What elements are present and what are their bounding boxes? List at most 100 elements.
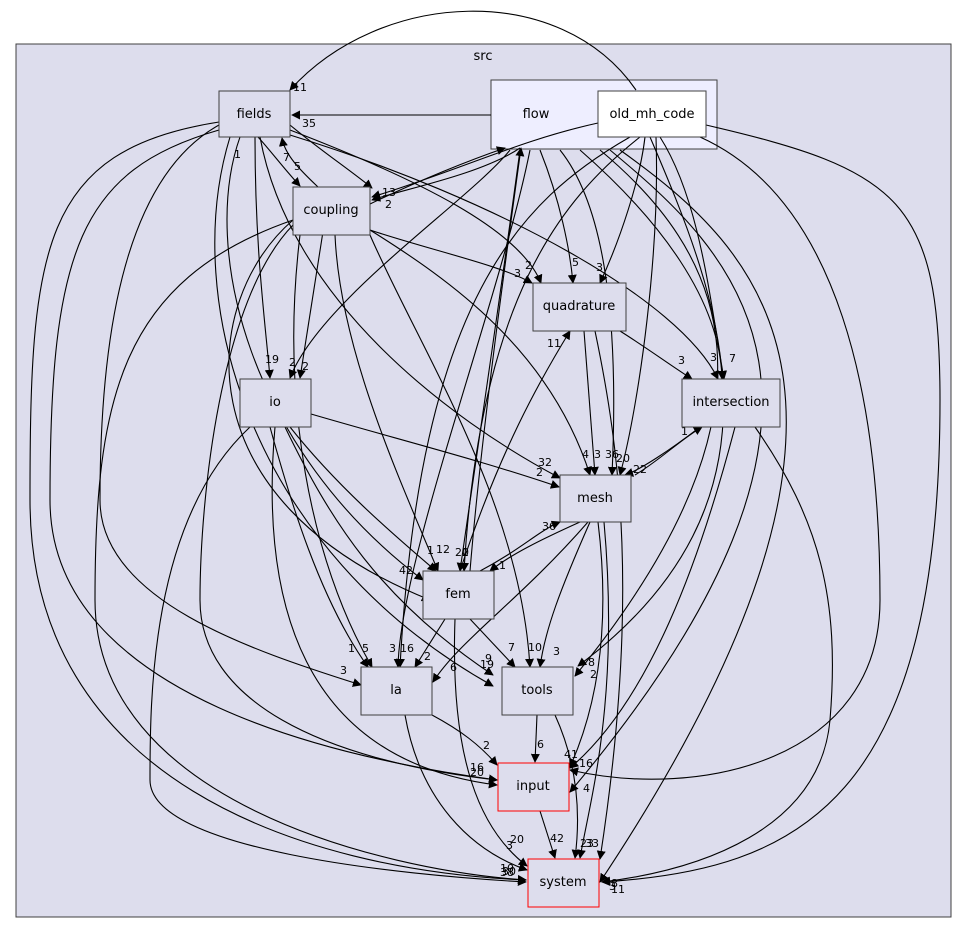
edge-label-63: 8: [611, 877, 618, 890]
edge-label-27: 1: [427, 544, 434, 557]
edge-37: [334, 234, 440, 572]
edge-35: [369, 229, 592, 476]
edge-label-57: 23: [580, 837, 594, 850]
edge-label-29: 20: [455, 546, 469, 559]
edge-label-60: 38: [500, 866, 514, 879]
node-io[interactable]: io: [239, 378, 312, 428]
edge-3: [288, 149, 511, 379]
node-fields[interactable]: fields: [218, 90, 291, 138]
edge-label-55: 42: [550, 832, 564, 845]
edge-58: [432, 521, 589, 683]
edge-label-3: 7: [283, 151, 290, 164]
edge-label-22: 32: [538, 456, 552, 469]
edge-70: [554, 714, 581, 859]
edge-27: [226, 136, 424, 581]
edges: [29, 10, 941, 887]
edge-label-17: 2: [302, 360, 309, 373]
edge-60: [576, 521, 610, 859]
cluster-src: [15, 43, 952, 918]
edge-label-19: 3: [594, 448, 601, 461]
node-intersection[interactable]: intersection: [681, 378, 781, 428]
edge-13: [617, 136, 658, 476]
edge-22: [289, 124, 373, 189]
edge-20: [371, 122, 599, 199]
node-system[interactable]: system: [527, 858, 600, 908]
edge-label-40: 7: [508, 641, 515, 654]
edge-55: [634, 426, 703, 476]
edge-45: [284, 426, 494, 676]
edge-48: [149, 426, 527, 887]
edge-12: [599, 136, 646, 284]
edge-49: [583, 330, 599, 476]
edge-label-44: 19: [480, 658, 494, 671]
node-old-mh-code-label: old_mh_code: [609, 107, 694, 122]
edge-label-12: 3: [678, 354, 685, 367]
edge-43: [310, 413, 560, 489]
node-fem-label: fem: [445, 587, 470, 602]
edge-label-45: 8: [588, 656, 595, 669]
edge-69: [530, 714, 540, 763]
edge-label-23: 2: [536, 466, 543, 479]
node-old-mh-code[interactable]: old_mh_code: [597, 90, 707, 138]
edge-47: [271, 426, 498, 789]
node-tools[interactable]: tools: [501, 666, 574, 716]
edge-label-35: 3: [389, 642, 396, 655]
edge-15: [569, 136, 881, 780]
node-input[interactable]: input: [497, 762, 570, 812]
node-tools-label: tools: [521, 683, 553, 698]
edge-9: [574, 149, 719, 677]
edge-18: [395, 136, 631, 668]
node-intersection-label: intersection: [692, 395, 769, 410]
edge-label-4: 5: [294, 160, 301, 173]
edge-41: [369, 146, 506, 205]
edge-label-41: 10: [528, 641, 542, 654]
edge-39: [199, 224, 498, 784]
cluster-flow-title: flow: [523, 107, 550, 122]
edge-label-14: 7: [729, 352, 736, 365]
edge-label-21: 20: [616, 452, 630, 465]
edge-24: [289, 134, 719, 380]
edge-29: [99, 124, 362, 687]
edge-59: [569, 521, 604, 768]
node-quadrature[interactable]: quadrature: [532, 282, 627, 332]
edge-46: [269, 426, 369, 668]
edge-64: [469, 618, 516, 668]
edge-31: [29, 121, 527, 885]
edge-5: [456, 149, 521, 572]
node-la[interactable]: la: [360, 666, 433, 716]
node-input-label: input: [516, 779, 549, 794]
edge-65: [453, 618, 528, 867]
edge-label-62: 3: [609, 880, 616, 893]
edge-label-64: 11: [611, 883, 625, 896]
edge-66: [469, 147, 525, 572]
edge-68: [404, 714, 528, 872]
node-fields-label: fields: [237, 107, 272, 122]
edge-32: [278, 137, 319, 188]
edge-51: [594, 330, 624, 860]
node-system-label: system: [540, 875, 587, 890]
node-mesh[interactable]: mesh: [559, 474, 632, 523]
edge-21: [257, 136, 301, 187]
edge-label-43: 9: [485, 652, 492, 665]
node-coupling[interactable]: coupling: [292, 186, 371, 236]
edge-label-58: 33: [585, 837, 599, 850]
edge-label-9: 5: [572, 256, 579, 269]
edge-label-48: 6: [537, 738, 544, 751]
edge-30: [49, 129, 498, 784]
edge-label-28: 12: [436, 543, 450, 556]
edge-56: [489, 521, 581, 572]
edge-label-7: 3: [514, 267, 521, 280]
node-fem[interactable]: fem: [422, 570, 495, 620]
edge-54: [601, 426, 833, 886]
edge-label-36: 16: [400, 642, 414, 655]
edge-label-61: 30: [502, 865, 516, 878]
edge-57: [536, 521, 591, 668]
edge-71: [539, 810, 557, 859]
edge-label-13: 3: [710, 351, 717, 364]
edge-label-42: 3: [553, 645, 560, 658]
edge-label-37: 2: [424, 650, 431, 663]
cluster-src-title: src: [474, 49, 493, 64]
edge-38: [293, 234, 373, 668]
edge-label-26: 36: [542, 520, 556, 533]
edge-label-16: 2: [289, 356, 296, 369]
